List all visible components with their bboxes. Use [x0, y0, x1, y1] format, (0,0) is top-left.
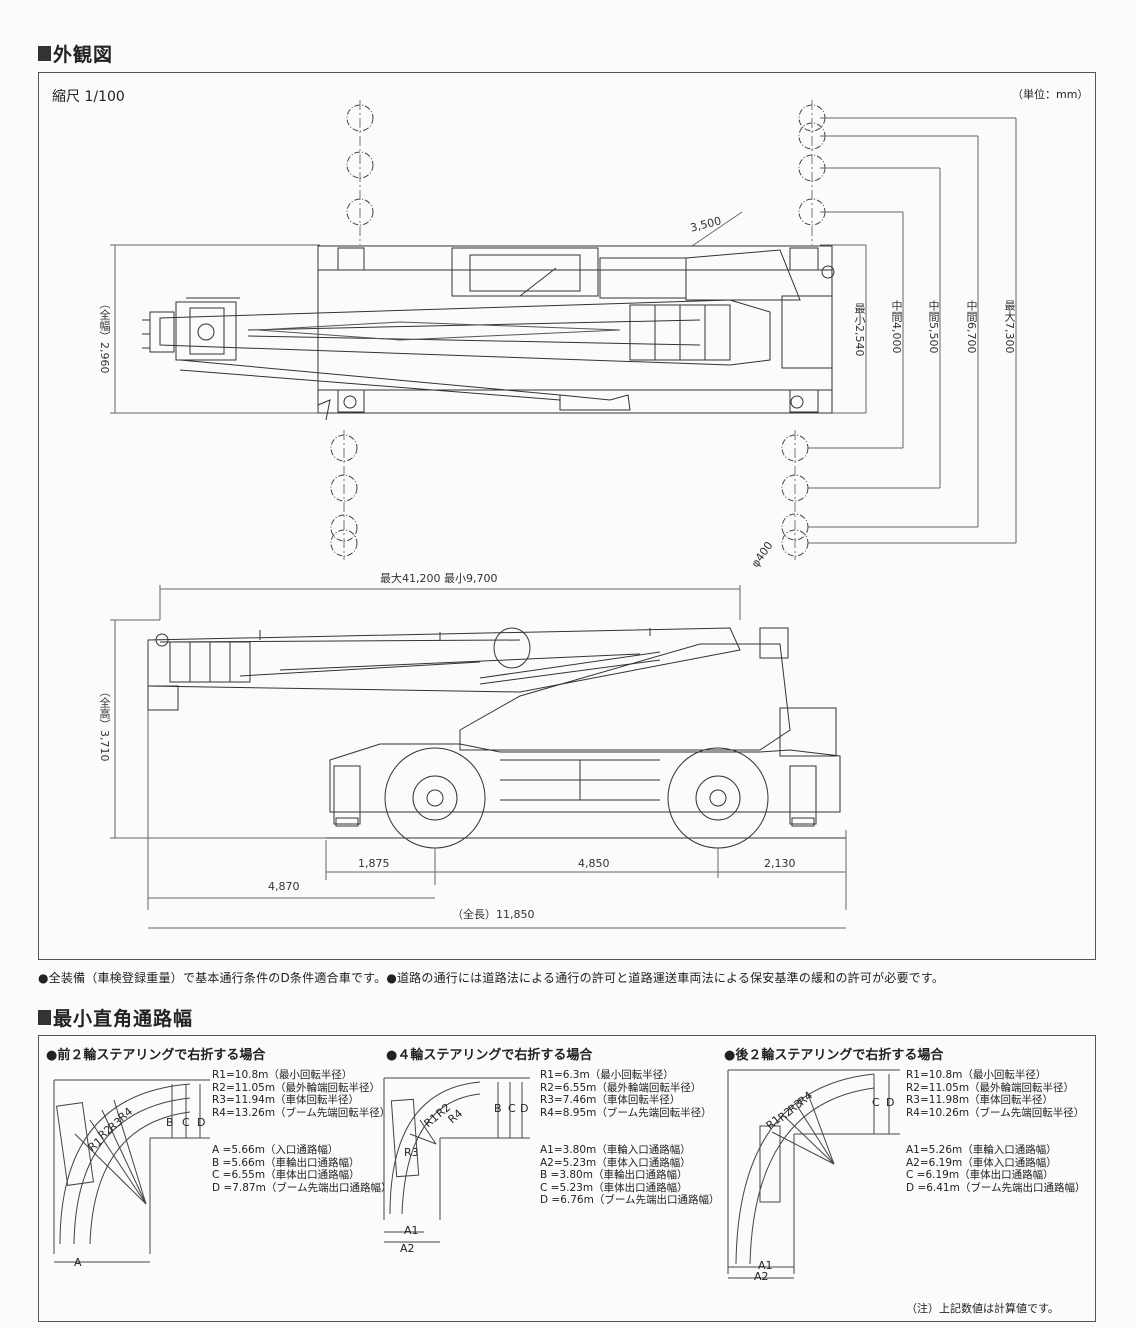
dim-2130-label: 2,130	[764, 857, 796, 870]
dim-1875-label: 1,875	[358, 857, 390, 870]
case3-radius: R3=11.98m（車体回転半径）	[906, 1094, 1054, 1106]
turning-title-text: 最小直角通路幅	[53, 1008, 194, 1030]
exterior-title-text: 外観図	[53, 44, 114, 66]
case1-width: D =7.87m（ブーム先端出口通路幅）	[212, 1181, 392, 1194]
case1-widths-list: A =5.66m（入口通路幅） B =5.66m（車輪出口通路幅） C =6.5…	[212, 1144, 392, 1194]
turning-frame	[38, 1035, 1096, 1322]
case-all-steer-title: ●４輪ステアリングで右折する場合	[386, 1048, 593, 1063]
case-front-steer-title: ●前２輪ステアリングで右折する場合	[46, 1048, 266, 1063]
case3-c-label: C	[872, 1096, 880, 1109]
crane-side-view	[0, 580, 1137, 940]
outrigger-min-label: 最小2,540	[853, 303, 866, 357]
turning-section-title: 最小直角通路幅	[38, 1004, 193, 1031]
outrigger-mid3-label: 中間6,700	[965, 300, 978, 354]
outrigger-pads-left	[331, 105, 825, 556]
case1-d-label: D	[197, 1116, 206, 1129]
case1-width: B =5.66m（車輪出口通路幅）	[212, 1156, 360, 1169]
case1-a-label: A	[74, 1256, 82, 1269]
case3-width: A2=6.19m（車体入口通路幅）	[906, 1156, 1057, 1169]
case3-width: A1=5.26m（車輪入口通路幅）	[906, 1144, 1057, 1156]
crane-top-view	[0, 0, 1137, 580]
case3-width: C =6.19m（車体出口通路幅）	[906, 1169, 1054, 1181]
case1-b-label: B	[166, 1116, 174, 1129]
case2-radius: R2=6.55m（最外輪端回転半径）	[540, 1081, 702, 1094]
case2-r3-label: R3	[404, 1146, 419, 1159]
case2-width: D =6.76m（ブーム先端出口通路幅）	[540, 1194, 720, 1206]
exterior-drawing-frame	[38, 72, 1096, 960]
case2-width: B =3.80m（車輪出口通路幅）	[540, 1169, 688, 1181]
case3-radius: R2=11.05m（最外輪端回転半径）	[906, 1081, 1075, 1094]
case-front-steer-diagram	[50, 1064, 210, 1274]
case1-width: A =5.66m（入口通路幅）	[212, 1144, 339, 1156]
case3-radius: R4=10.26m（ブーム先端回転半径）	[906, 1106, 1085, 1119]
dim-4850-label: 4,850	[578, 857, 610, 870]
outrigger-mid1-label: 中間4,000	[890, 300, 903, 354]
case3-a2-label: A2	[754, 1270, 769, 1283]
case2-a2-label: A2	[400, 1242, 415, 1255]
case2-radius: R3=7.46m（車体回転半径）	[540, 1094, 681, 1106]
case3-width: D =6.41m（ブーム先端出口通路幅）	[906, 1181, 1086, 1194]
case-all-steer-diagram	[380, 1064, 540, 1264]
legal-notes: ●全装備（車検登録重量）で基本通行条件のD条件適合車です。●道路の通行には道路法…	[38, 971, 945, 985]
case3-radius: R1=10.8m（最小回転半径）	[906, 1069, 1047, 1081]
case2-width: C =5.23m（車体出口通路幅）	[540, 1181, 688, 1194]
drawing-scale: 縮尺 1/100	[52, 89, 125, 105]
case3-a1-label: A1	[758, 1259, 773, 1272]
case2-b-label: B	[494, 1102, 502, 1115]
case1-width: C =6.55m（車体出口通路幅）	[212, 1169, 360, 1181]
case2-d-label: D	[520, 1102, 529, 1115]
case-rear-steer-diagram	[724, 1064, 904, 1284]
case1-radius: R2=11.05m（最外輪端回転半径）	[212, 1081, 381, 1094]
case2-width: A1=3.80m（車輪入口通路幅）	[540, 1144, 691, 1156]
case2-a1-label: A1	[404, 1224, 419, 1237]
overall-length-label: （全長）11,850	[452, 908, 535, 921]
case3-d-label: D	[886, 1096, 895, 1109]
unit-label: （単位：mm）	[1012, 88, 1089, 101]
case3-radii-list: R1=10.8m（最小回転半径） R2=11.05m（最外輪端回転半径） R3=…	[906, 1069, 1084, 1119]
outrigger-max-label: 最大7,300	[1003, 300, 1016, 354]
case1-radius: R4=13.26m（ブーム先端回転半径）	[212, 1106, 391, 1119]
case2-c-label: C	[508, 1102, 516, 1115]
calc-footnote: （注）上記数値は計算値です。	[906, 1302, 1059, 1315]
case2-radius: R1=6.3m（最小回転半径）	[540, 1069, 674, 1081]
case2-radii-list: R1=6.3m（最小回転半径） R2=6.55m（最外輪端回転半径） R3=7.…	[540, 1069, 712, 1119]
boom-length-label: 最大41,200 最小9,700	[380, 572, 498, 585]
case1-radius: R3=11.94m（車体回転半径）	[212, 1094, 360, 1106]
case3-widths-list: A1=5.26m（車輪入口通路幅） A2=6.19m（車体入口通路幅） C =6…	[906, 1144, 1086, 1194]
case2-widths-list: A1=3.80m（車輪入口通路幅） A2=5.23m（車体入口通路幅） B =3…	[540, 1144, 720, 1207]
case1-radius: R1=10.8m（最小回転半径）	[212, 1069, 353, 1081]
dim-4870-label: 4,870	[268, 880, 300, 893]
case-rear-steer-title: ●後２輪ステアリングで右折する場合	[724, 1048, 944, 1063]
outrigger-mid2-label: 中間5,500	[927, 300, 940, 354]
exterior-section-title: 外観図	[38, 40, 113, 67]
case1-c-label: C	[182, 1116, 190, 1129]
square-bullet-icon	[38, 1010, 51, 1025]
case2-radius: R4=8.95m（ブーム先端回転半径）	[540, 1106, 712, 1119]
overall-width-label: （全幅）2,960	[98, 298, 111, 374]
case2-width: A2=5.23m（車体入口通路幅）	[540, 1156, 691, 1169]
case1-radii-list: R1=10.8m（最小回転半径） R2=11.05m（最外輪端回転半径） R3=…	[212, 1069, 390, 1119]
overall-height-label: （全高）3,710	[98, 686, 111, 762]
square-bullet-icon	[38, 46, 51, 61]
